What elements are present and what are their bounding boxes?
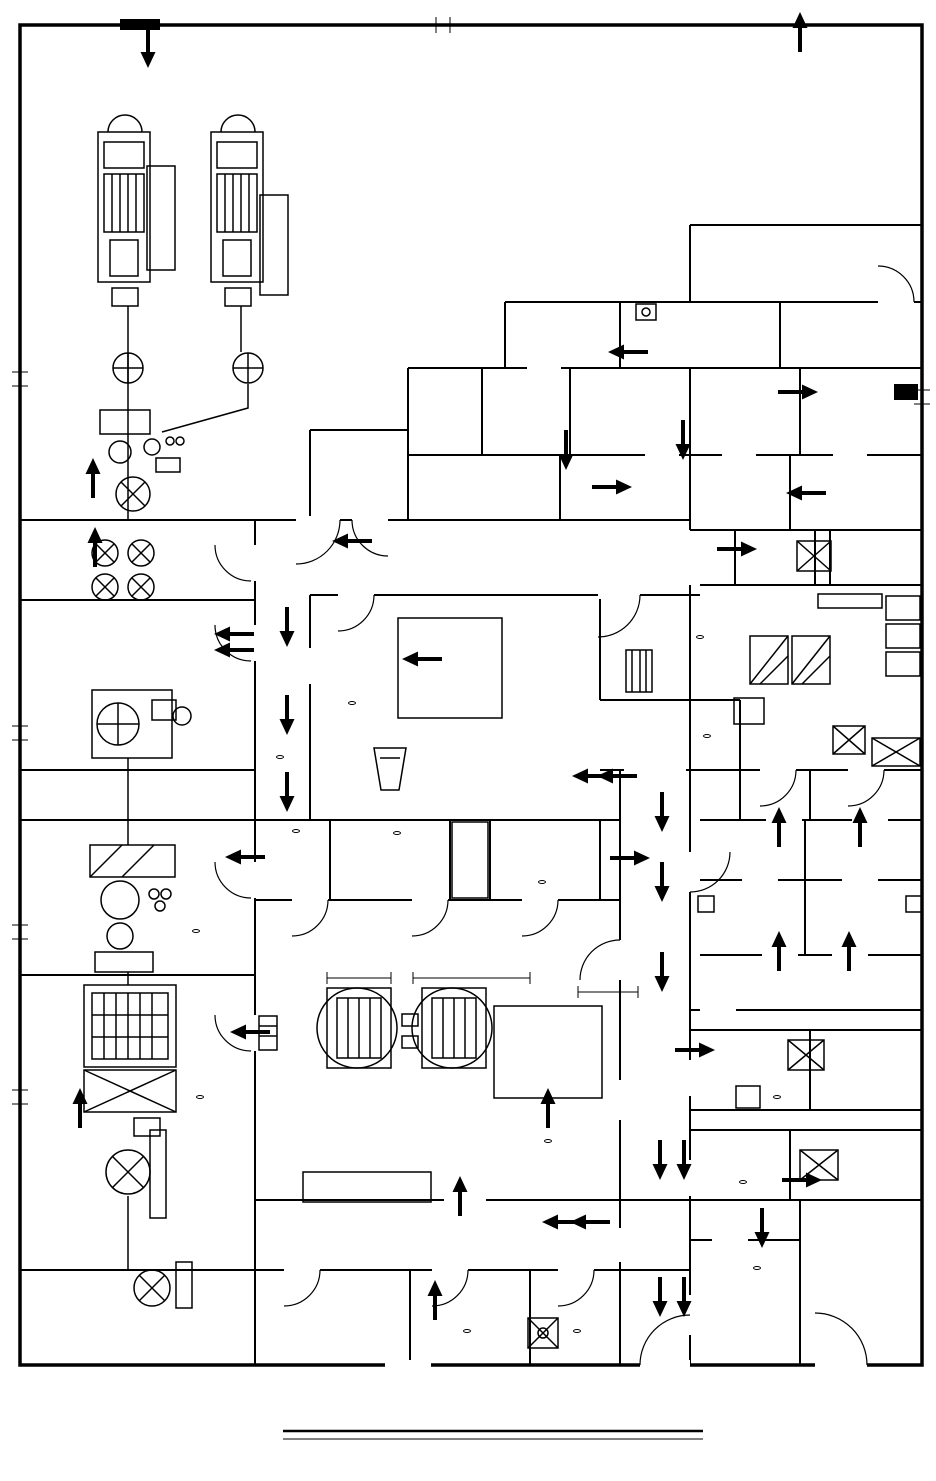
door-openings [251,298,914,1370]
grade-badge-b [292,829,300,833]
outer-wall [18,23,924,1367]
grade-badge-c [196,1095,204,1099]
grade-badge-c [773,1095,781,1099]
grade-badge-c [463,1329,471,1333]
grade-badge-c [538,880,546,884]
grade-badge-b [276,755,284,759]
equipment [83,114,923,1349]
grade-badge-c [573,1329,581,1333]
grade-badge-b [348,701,356,705]
flow-arrows [72,12,868,1320]
grade-badge-c [544,1139,552,1143]
grade-badge-c [753,1266,761,1270]
grade-badge-b [696,635,704,639]
grade-badge-b [393,831,401,835]
filled-details [120,19,918,400]
dimension-lines [326,972,639,998]
grade-badge-c [703,734,711,738]
door-arcs [214,265,915,1366]
window-ticks [12,17,930,1105]
grade-badge-b [192,929,200,933]
grade-badge-c [739,1180,747,1184]
